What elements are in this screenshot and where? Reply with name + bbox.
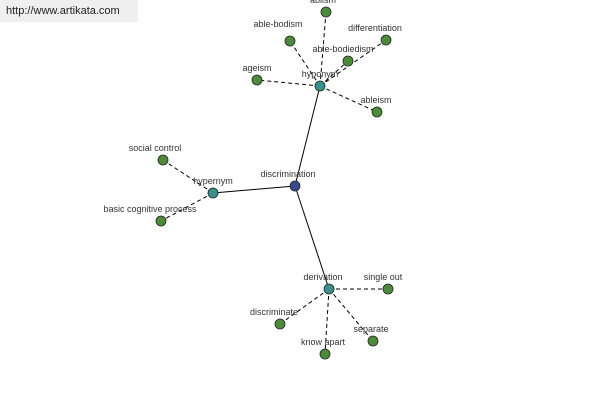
node-hypernym[interactable]: [207, 187, 219, 199]
edge-derivation-discriminate: [279, 288, 330, 325]
edge-discrimination-derivation: [294, 185, 330, 290]
node-ableism[interactable]: [371, 106, 383, 118]
label-able-bodiedism: able-bodiedism: [312, 44, 373, 54]
label-discriminate: discriminate: [250, 307, 298, 317]
graph-edges: [160, 11, 388, 355]
node-differentiation[interactable]: [380, 34, 392, 46]
label-social-control: social control: [129, 143, 182, 153]
label-ableism: ableism: [360, 95, 391, 105]
edge-hyponym-ablism: [319, 11, 327, 87]
label-ablism: ablism: [310, 0, 336, 5]
node-social-control[interactable]: [157, 154, 169, 166]
edge-hyponym-ageism: [256, 79, 321, 87]
watermark-badge: http://www.artikata.com: [0, 0, 138, 22]
edge-derivation-know-apart: [324, 288, 330, 355]
graph-labels: discrimination hyponym hypernym derivation a…: [103, 0, 402, 347]
node-discrimination[interactable]: [289, 180, 301, 192]
label-ageism: ageism: [242, 63, 271, 73]
node-know-apart[interactable]: [319, 348, 331, 360]
node-derivation[interactable]: [323, 283, 335, 295]
node-able-bodism[interactable]: [284, 35, 296, 47]
watermark-url: http://www.artikata.com: [6, 5, 120, 17]
edge-derivation-separate: [328, 288, 374, 342]
node-single-out[interactable]: [382, 283, 394, 295]
label-single-out: single out: [364, 272, 403, 282]
label-separate: separate: [353, 324, 388, 334]
edge-hyponym-able-bodiedism: [319, 60, 349, 87]
node-able-bodiedism[interactable]: [342, 55, 354, 67]
edge-hypernym-social-control: [162, 159, 214, 194]
node-ablism[interactable]: [320, 6, 332, 18]
label-basic-cognitive-process: basic cognitive process: [103, 204, 197, 214]
label-able-bodism: able-bodism: [253, 19, 302, 29]
label-derivation: derivation: [303, 272, 342, 282]
edge-discrimination-hyponym: [294, 85, 321, 187]
node-basic-cognitive-process[interactable]: [155, 215, 167, 227]
node-ageism[interactable]: [251, 74, 263, 86]
edge-hyponym-ableism: [319, 85, 378, 113]
label-hypernym: hypernym: [193, 176, 233, 186]
graph-nodes: [155, 6, 394, 360]
label-differentiation: differentiation: [348, 23, 402, 33]
label-know-apart: know apart: [301, 337, 346, 347]
node-hyponym[interactable]: [314, 80, 326, 92]
edge-discrimination-hypernym: [212, 185, 296, 194]
node-separate[interactable]: [367, 335, 379, 347]
node-discriminate[interactable]: [274, 318, 286, 330]
label-discrimination: discrimination: [260, 169, 315, 179]
edge-hyponym-able-bodism: [289, 40, 321, 87]
edge-hypernym-basic-cognitive-process: [160, 192, 214, 222]
label-hyponym: hyponym: [302, 69, 339, 79]
